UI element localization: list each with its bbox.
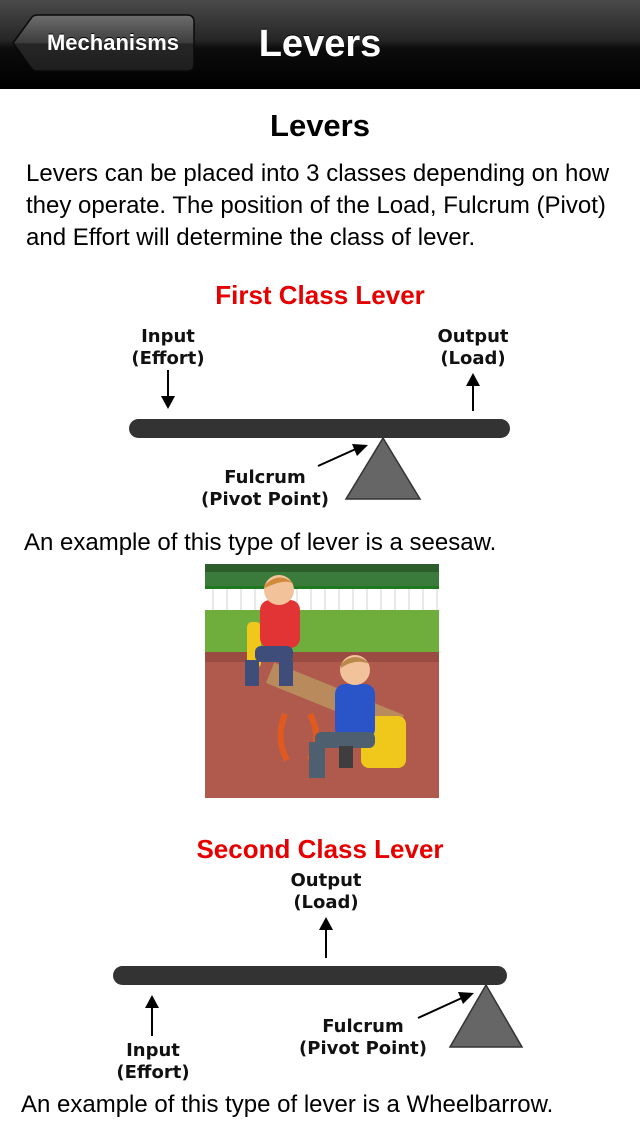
fulcrum-pointer-arrow-icon (317, 444, 368, 467)
output-arrow-up-icon (466, 373, 480, 411)
first-lever-bar (129, 419, 510, 438)
output-arrow-up-icon (319, 917, 333, 958)
fulcrum-pointer-arrow-icon (417, 992, 474, 1019)
back-button-mechanisms[interactable]: Mechanisms (12, 14, 195, 72)
first-class-title: First Class Lever (215, 280, 425, 310)
navigation-bar: Mechanisms Levers (0, 0, 640, 89)
second-class-lever-diagram: Output (Load) Fulcrum (Pivot Point) Inpu… (113, 870, 524, 1083)
seesaw-photo (205, 564, 439, 798)
first-output-label-line1: Output (437, 326, 508, 347)
second-output-label-line2: (Load) (293, 892, 358, 913)
first-fulcrum-label-line1: Fulcrum (224, 467, 306, 488)
back-button-label: Mechanisms (46, 30, 180, 55)
second-class-title: Second Class Lever (196, 834, 444, 864)
second-lever-bar (113, 966, 507, 985)
back-button-shape (12, 14, 195, 72)
first-output-label-line2: (Load) (440, 348, 505, 369)
second-fulcrum-label-line2: (Pivot Point) (299, 1038, 427, 1059)
first-input-label-line1: Input (141, 326, 195, 347)
second-output-label-line1: Output (290, 870, 361, 891)
first-class-lever-diagram: Input (Effort) Output (Load) Fulcrum (Pi… (129, 326, 510, 510)
intro-paragraph: Levers can be placed into 3 classes depe… (26, 160, 610, 251)
input-arrow-up-icon (145, 995, 159, 1036)
first-class-example-text: An example of this type of lever is a se… (24, 529, 497, 556)
second-fulcrum-label-line1: Fulcrum (322, 1016, 404, 1037)
nav-title: Levers (258, 23, 382, 65)
second-fulcrum-triangle (448, 983, 524, 1048)
second-input-label-line2: (Effort) (116, 1062, 189, 1083)
first-input-label-line2: (Effort) (131, 348, 204, 369)
page-heading: Levers (270, 108, 370, 143)
input-arrow-down-icon (161, 370, 175, 409)
first-fulcrum-label-line2: (Pivot Point) (201, 489, 329, 510)
first-fulcrum-triangle (344, 436, 422, 500)
second-input-label-line1: Input (126, 1040, 180, 1061)
second-class-example-text: An example of this type of lever is a Wh… (21, 1091, 554, 1118)
